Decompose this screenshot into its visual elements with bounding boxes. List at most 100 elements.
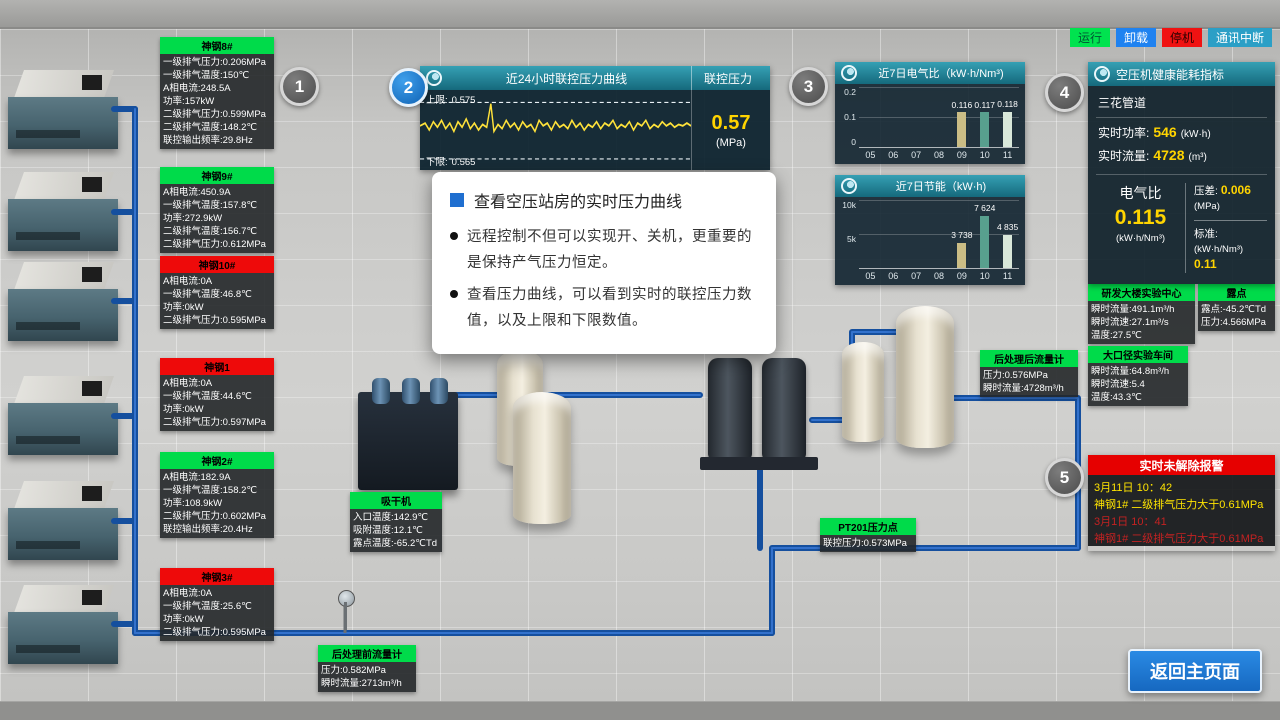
electricity-ratio-chart-panel: 近7日电气比（kW·h/Nm³) 0.2 0.1 0 0.116 0.117 0…: [835, 62, 1025, 164]
compressor-name[interactable]: 神钢2#: [160, 452, 274, 469]
metric-row: 瞬时流速:27.1m³/s: [1091, 317, 1169, 328]
lower-limit-label: 下限:0.565: [426, 157, 476, 168]
step-5-marker[interactable]: 5: [1045, 458, 1084, 497]
dryer-tower-right: [762, 358, 806, 460]
metric-row: 瞬时流量:64.8m³/h: [1091, 366, 1170, 377]
realtime-power-row: 实时功率: 546 (kW·h): [1098, 124, 1211, 140]
clock-icon: [426, 70, 442, 86]
metric-row: 瞬时流速:5.4: [1091, 379, 1145, 390]
machine-vent: [82, 177, 102, 192]
bar-slot: 0.118: [996, 87, 1019, 147]
metric-row: 入口温度:142.9℃: [353, 512, 429, 523]
panel-title[interactable]: 大口径实验车间: [1088, 346, 1188, 363]
metric-row: A相电流:0A: [163, 276, 213, 287]
machine-vent: [82, 267, 102, 282]
air-receiver-tank-3: [842, 342, 884, 442]
machine-vent: [82, 590, 102, 605]
metric-row: 功率:272.9kW: [163, 213, 223, 224]
bullet-icon: [450, 232, 458, 240]
active-alarm-panel: 实时未解除报警 3月11日 10：42 神钢1# 二级排气压力大于0.61MPa…: [1088, 455, 1275, 551]
rd-building-panel: 研发大楼实验中心 瞬时流量:491.1m³/h 瞬时流速:27.1m³/s 温度…: [1088, 284, 1195, 344]
status-unload-button[interactable]: 卸载: [1115, 28, 1156, 47]
metric-row: 联控输出频率:20.4Hz: [163, 524, 253, 535]
metric-row: 功率:108.9kW: [163, 498, 223, 509]
status-running-button[interactable]: 运行: [1069, 28, 1110, 47]
bullet-icon: [450, 290, 458, 299]
metric-row: 露点:-45.2℃Td: [1201, 304, 1267, 315]
air-receiver-tank-4: [896, 306, 954, 448]
metric-row: A相电流:182.9A: [163, 472, 231, 483]
metric-row: 二级排气温度:156.7℃: [163, 226, 258, 237]
compressor-name[interactable]: 神钢3#: [160, 568, 274, 585]
machine-grille: [16, 232, 80, 240]
metric-row: 二级排气压力:0.595MPa: [163, 627, 266, 638]
dryer-cylinder: [402, 378, 420, 404]
bar-slot: [928, 200, 951, 268]
metric-row: 二级排气压力:0.612MPa: [163, 239, 266, 250]
guide-tooltip: 查看空压站房的实时压力曲线 远程控制不但可以实现开、关机，更重要的是保持产气压力…: [432, 172, 776, 355]
equipment-name[interactable]: 后处理前流量计: [318, 645, 416, 662]
standard-block: 标准: (kW·h/Nm³) 0.11: [1194, 228, 1244, 271]
metric-row: 二级排气压力:0.599MPa: [163, 109, 266, 120]
twin-tower-dryer: [700, 352, 818, 470]
divider: [1194, 220, 1267, 221]
step-2-marker[interactable]: 2: [389, 68, 428, 107]
dryer-cylinder: [372, 378, 390, 404]
metric-row: 功率:0kW: [163, 404, 204, 415]
machine-grille: [16, 541, 80, 549]
alarm-message: 神钢1# 二级排气压力大于0.61MPa: [1094, 533, 1264, 545]
chart-title: 近7日电气比（kW·h/Nm³): [878, 68, 1004, 80]
machine-vent: [82, 75, 102, 90]
compressor-machine-4: [8, 376, 118, 460]
bar-slot: 4 835: [996, 200, 1019, 268]
panel-title[interactable]: 露点: [1198, 284, 1275, 301]
metric-row: 一级排气温度:157.8℃: [163, 200, 258, 211]
compressor-name[interactable]: 神钢9#: [160, 167, 274, 184]
panel-title[interactable]: 研发大楼实验中心: [1088, 284, 1195, 301]
metric-row: 瞬时流量:491.1m³/h: [1091, 304, 1175, 315]
equipment-name[interactable]: 吸干机: [350, 492, 442, 509]
compressor-name[interactable]: 神钢10#: [160, 256, 274, 273]
status-comm-lost-button[interactable]: 通讯中断: [1207, 28, 1272, 47]
wall-band: [0, 0, 1280, 29]
machine-body: [8, 508, 118, 560]
machine-body: [8, 403, 118, 455]
metric-row: 露点温度:-65.2℃Td: [353, 538, 438, 549]
bar-slot: [905, 200, 928, 268]
metric-row: 二级排气温度:148.2℃: [163, 122, 258, 133]
equipment-name[interactable]: PT201压力点: [820, 518, 916, 535]
compressor-info-panel-1: 神钢1 A相电流:0A 一级排气温度:44.6℃ 功率:0kW 二级排气压力:0…: [160, 358, 274, 431]
tooltip-bullet: 远程控制不但可以实现开、关机，更重要的是保持产气压力恒定。: [450, 224, 758, 276]
machine-body: [8, 289, 118, 341]
panel-title: 空压机健康能耗指标: [1116, 67, 1225, 82]
metric-row: 温度:27.5℃: [1091, 330, 1142, 341]
bar: [1003, 235, 1013, 268]
y-axis: 10k 5k: [842, 200, 856, 244]
compressor-name[interactable]: 神钢8#: [160, 37, 274, 54]
chart-title: 近7日节能（kW·h): [895, 181, 987, 193]
step-4-marker[interactable]: 4: [1045, 73, 1084, 112]
machine-body: [8, 199, 118, 251]
plot-area: 3 738 7 624 4 835: [859, 200, 1019, 269]
value-column-title: 联控压力: [691, 66, 764, 90]
alarm-title: 实时未解除报警: [1088, 455, 1275, 475]
compressor-name[interactable]: 神钢1: [160, 358, 274, 375]
metric-row: A相电流:0A: [163, 588, 213, 599]
step-1-marker[interactable]: 1: [280, 67, 319, 106]
machine-grille: [16, 130, 80, 138]
post-treatment-flowmeter-panel: 后处理后流量计 压力:0.576MPa 瞬时流量:4728m³/h: [980, 350, 1078, 397]
status-stopped-button[interactable]: 停机: [1161, 28, 1202, 47]
bar-slot: [928, 87, 951, 147]
floor-edge: [0, 701, 1280, 720]
linked-pressure-value: 0.57 (MPa): [692, 90, 770, 170]
step-3-marker[interactable]: 3: [789, 67, 828, 106]
equipment-name[interactable]: 后处理后流量计: [980, 350, 1078, 367]
upper-limit-label: 上限:0.575: [426, 95, 476, 106]
alarm-time: 3月11日 10：42: [1094, 482, 1173, 494]
compressor-machine-2: [8, 172, 118, 256]
desiccant-dryer-unit: [358, 378, 458, 490]
metric-row: 一级排气温度:44.6℃: [163, 391, 252, 402]
back-to-main-button[interactable]: 返回主页面: [1128, 649, 1262, 693]
